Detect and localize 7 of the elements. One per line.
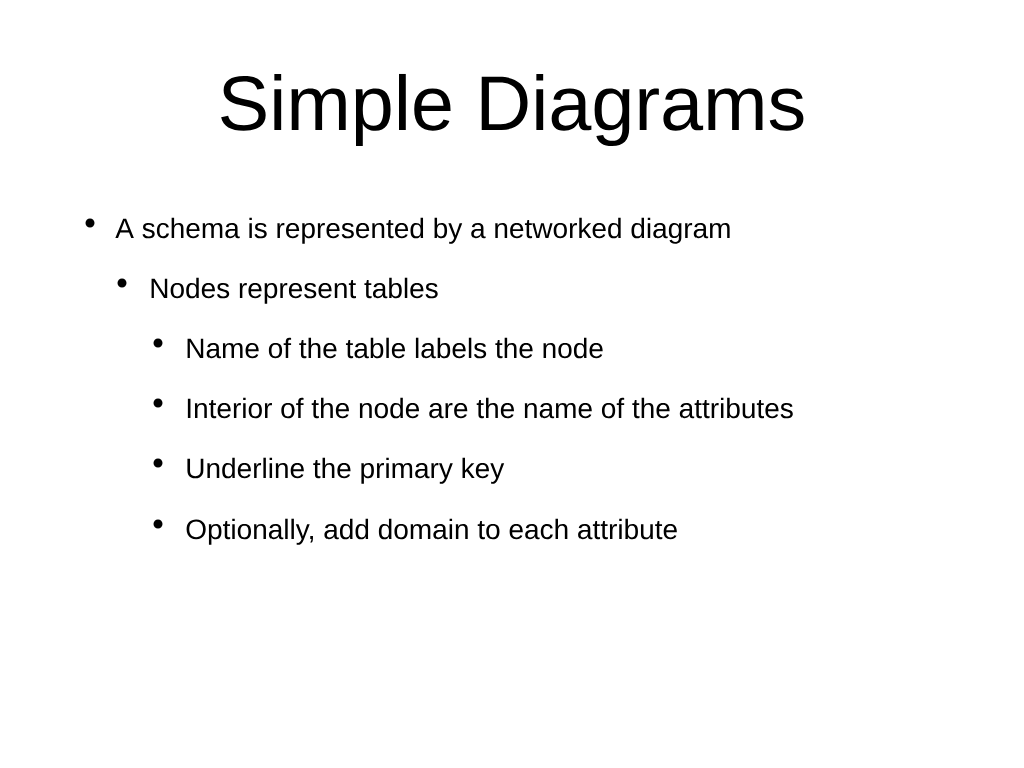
slide-title: Simple Diagrams	[221, 73, 804, 147]
bullet-text: Optionally, add domain to each attribute	[186, 518, 677, 545]
bullet-text: Name of the table labels the node	[187, 337, 603, 359]
bullet-text: Interior of the node are the name of the attributes	[187, 397, 793, 419]
bullet-text: Nodes represent tables	[151, 277, 438, 304]
bullet-text: A schema is represented by a networked diagram	[115, 217, 730, 244]
bullet-text: Underline the primary key	[187, 457, 505, 484]
